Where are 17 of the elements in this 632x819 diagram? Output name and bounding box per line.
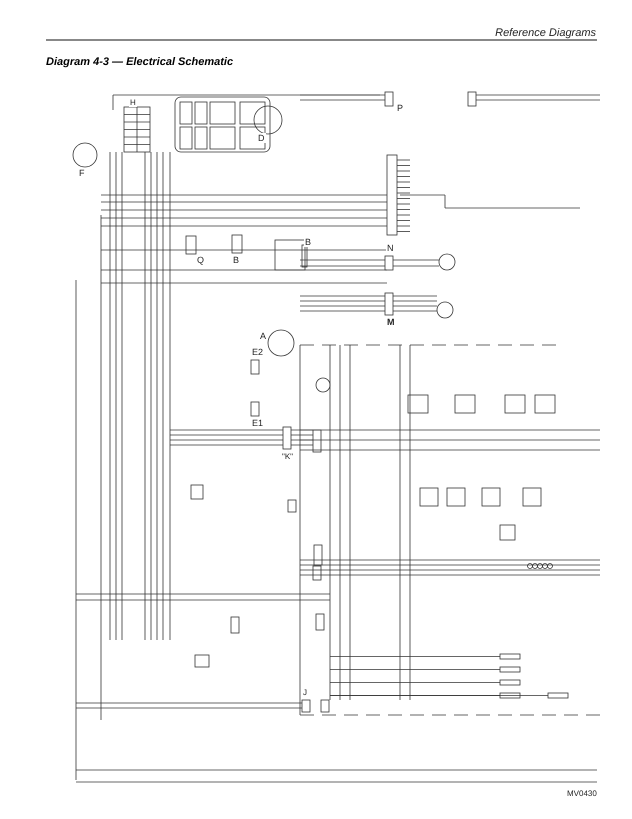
connector-letter: P: [396, 103, 404, 113]
connector-letter: B: [304, 237, 312, 247]
connector-letter: D: [257, 133, 266, 143]
connector-letter: F: [78, 168, 86, 178]
connector-letter: M: [386, 317, 396, 327]
connector-letter: E1: [251, 418, 264, 428]
connector-letter: Q: [196, 255, 206, 265]
header-text: Reference Diagrams: [494, 27, 597, 39]
connector-letter: N: [386, 243, 394, 253]
diagram-title: Diagram 4-3 — Electrical Schematic: [46, 56, 234, 68]
connector-letter: J: [302, 688, 308, 697]
drawing-number: MV0430: [566, 789, 598, 798]
connector-letter: E2: [251, 347, 264, 357]
connector-letter: B: [232, 255, 240, 265]
connector-letter: "K": [281, 452, 294, 461]
connector-letter: H: [129, 98, 137, 107]
connector-letter: A: [259, 331, 268, 341]
